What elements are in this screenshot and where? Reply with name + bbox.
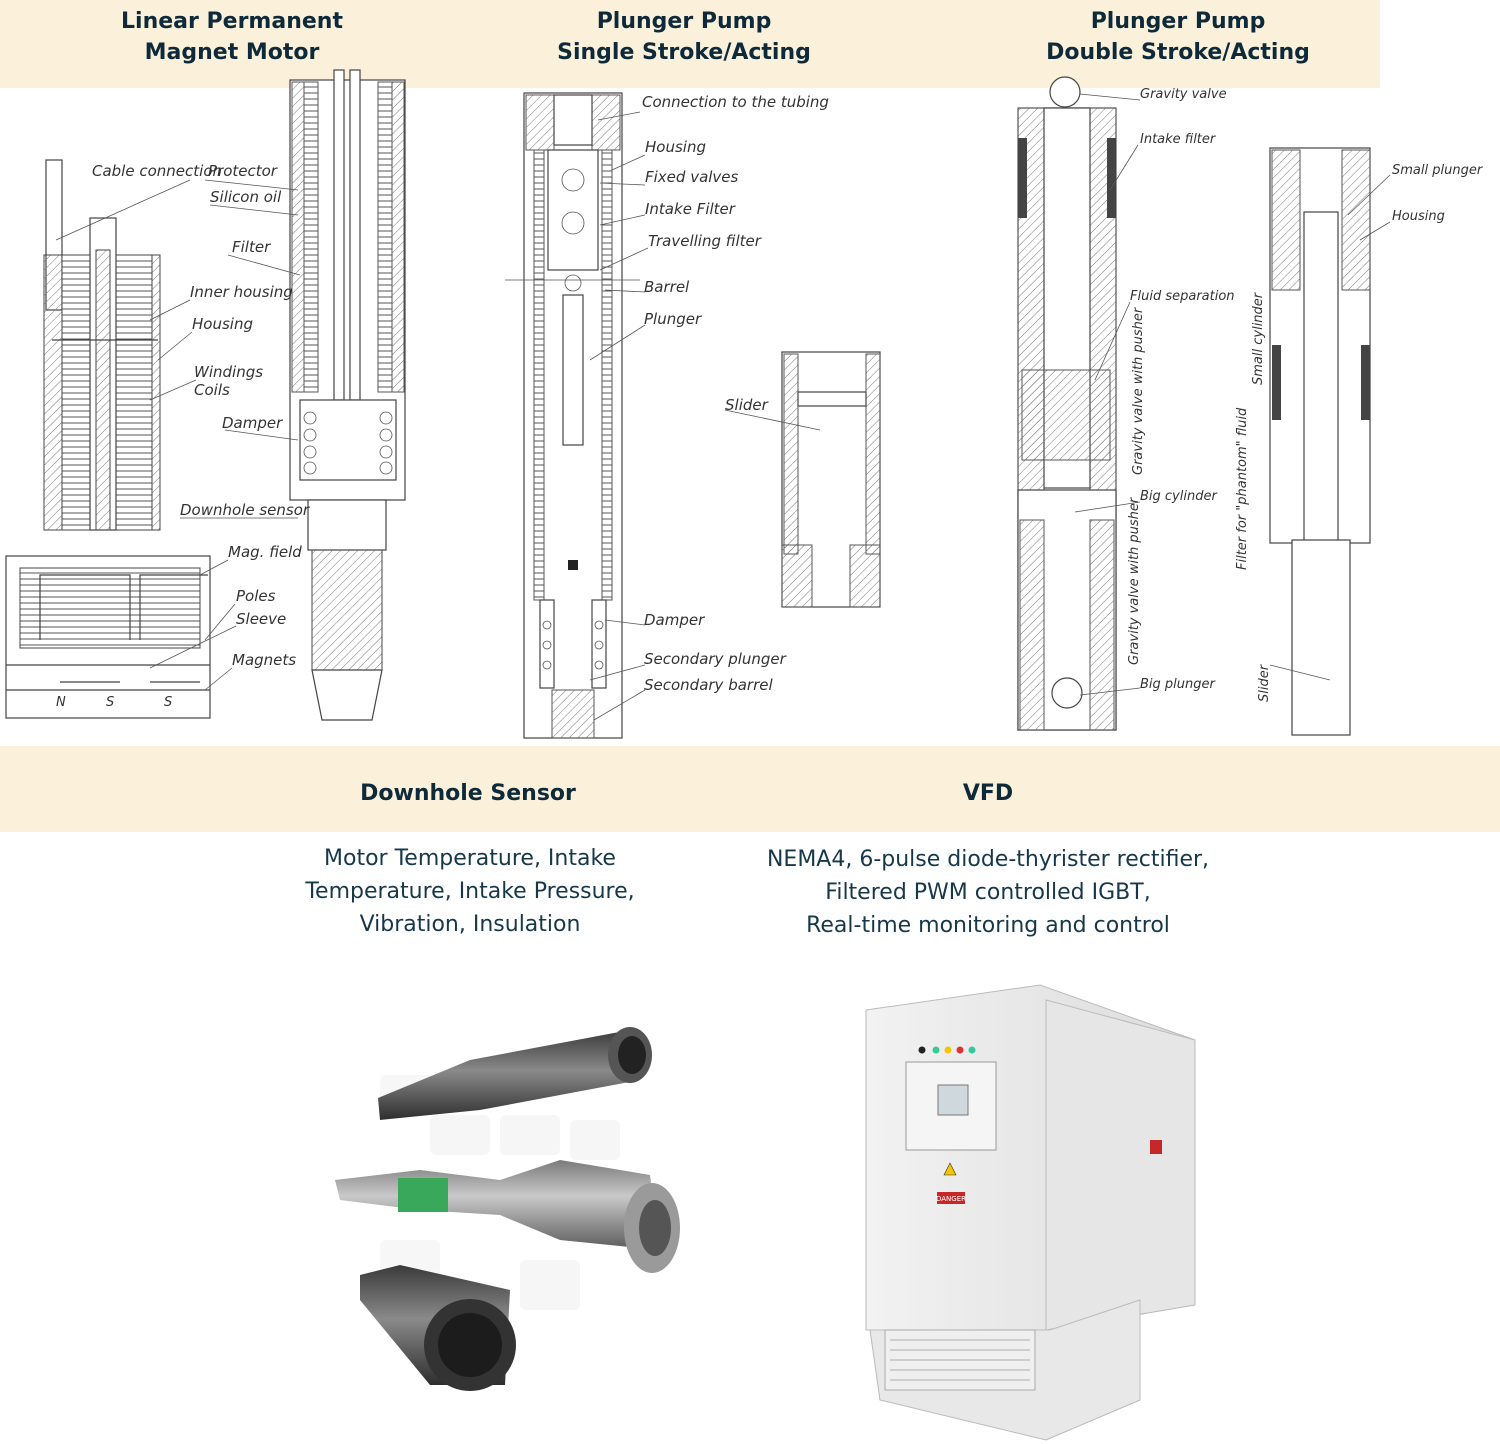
motor-label-sleeve: Sleeve [236, 610, 286, 628]
single-label-plunger: Plunger [644, 310, 702, 328]
motor-title-line1: Linear Permanent [121, 9, 343, 34]
double-label-gv1: Gravity valve with pusher [1131, 306, 1146, 475]
double-title-line1: Plunger Pump [1090, 9, 1266, 34]
motor-label-poles: Poles [236, 587, 276, 605]
single-label-intake: Intake Filter [645, 200, 736, 218]
vfd-description: NEMA4, 6-pulse diode-thyrister rectifier… [738, 843, 1238, 942]
motor-label-inner: Inner housing [190, 283, 293, 301]
motor-label-damper: Damper [222, 414, 283, 432]
sensor-title: Downhole Sensor [360, 781, 576, 806]
motor-label-housing: Housing [192, 315, 253, 333]
single-pump-drawing: Connection to the tubing Housing Fixed v… [505, 92, 881, 739]
sensor-desc-line1: Motor Temperature, Intake [324, 846, 616, 871]
single-title-line2: Single Stroke/Acting [557, 40, 811, 65]
single-label-housing: Housing [645, 138, 706, 156]
middle-header-band [0, 746, 1500, 832]
double-label-housing: Housing [1392, 209, 1445, 224]
double-label-slider: Slider [1257, 663, 1272, 702]
single-label-slider: Slider [725, 396, 769, 414]
double-label-phantom: Filter for "phantom" fluid [1235, 407, 1250, 570]
double-label-intake: Intake filter [1140, 132, 1217, 147]
motor-label-s1: S [106, 695, 114, 710]
motor-label-sensor: Downhole sensor [180, 501, 310, 519]
double-pump-drawing: Gravity valve Intake filter Small plunge… [1017, 76, 1484, 736]
double-label-small-cyl: Small cylinder [1251, 291, 1266, 385]
top-header-band [0, 0, 1380, 88]
single-pump-title: Plunger Pump Single Stroke/Acting [534, 6, 834, 68]
double-label-fluid: Fluid separation [1130, 289, 1235, 304]
single-label-travel: Travelling filter [648, 232, 762, 250]
sensor-image [335, 1027, 680, 1391]
motor-label-windings: Windings [194, 363, 263, 381]
vfd-desc-line1: NEMA4, 6-pulse diode-thyrister rectifier… [766, 847, 1210, 872]
motor-label-n: N [56, 695, 66, 710]
motor-title-line2: Magnet Motor [144, 40, 320, 65]
vfd-desc-line2: Filtered PWM controlled IGBT, [825, 880, 1151, 905]
vfd-image: DANGER [865, 984, 1196, 1441]
single-label-fixed: Fixed valves [645, 168, 739, 186]
sensor-desc-line3: Vibration, Insulation [359, 912, 581, 937]
motor-drawing: Cable connection Protector Silicon oil F… [5, 69, 406, 721]
motor-label-coils: Coils [194, 381, 230, 399]
double-label-gv2: Gravity valve with pusher [1127, 496, 1142, 665]
single-title-line1: Plunger Pump [596, 9, 772, 34]
motor-label-mag: Mag. field [228, 543, 302, 561]
single-label-barrel: Barrel [644, 278, 690, 296]
sensor-description: Motor Temperature, Intake Temperature, I… [270, 842, 670, 941]
motor-label-magnets: Magnets [232, 651, 296, 669]
motor-label-s2: S [164, 695, 172, 710]
vfd-danger-label: DANGER [936, 1195, 966, 1203]
motor-label-protector: Protector [208, 162, 278, 180]
single-label-damper: Damper [644, 611, 705, 629]
double-pump-title: Plunger Pump Double Stroke/Acting [1028, 6, 1328, 68]
sensor-desc-line2: Temperature, Intake Pressure, [305, 879, 635, 904]
double-label-big-plunger: Big plunger [1140, 677, 1217, 692]
single-label-conn: Connection to the tubing [642, 93, 829, 111]
single-label-sec-barrel: Secondary barrel [644, 676, 773, 694]
single-label-sec-plunger: Secondary plunger [644, 650, 787, 668]
motor-title: Linear Permanent Magnet Motor [92, 6, 372, 68]
motor-label-filter: Filter [232, 238, 271, 256]
double-label-big-cyl: Big cylinder [1140, 489, 1218, 504]
motor-label-cable: Cable connection [92, 162, 222, 180]
vfd-title: VFD [962, 781, 1014, 806]
motor-label-silicon: Silicon oil [210, 188, 282, 206]
double-label-small: Small plunger [1392, 163, 1484, 178]
double-title-line2: Double Stroke/Acting [1046, 40, 1310, 65]
double-label-gravity: Gravity valve [1140, 87, 1227, 102]
vfd-desc-line3: Real-time monitoring and control [806, 913, 1170, 938]
